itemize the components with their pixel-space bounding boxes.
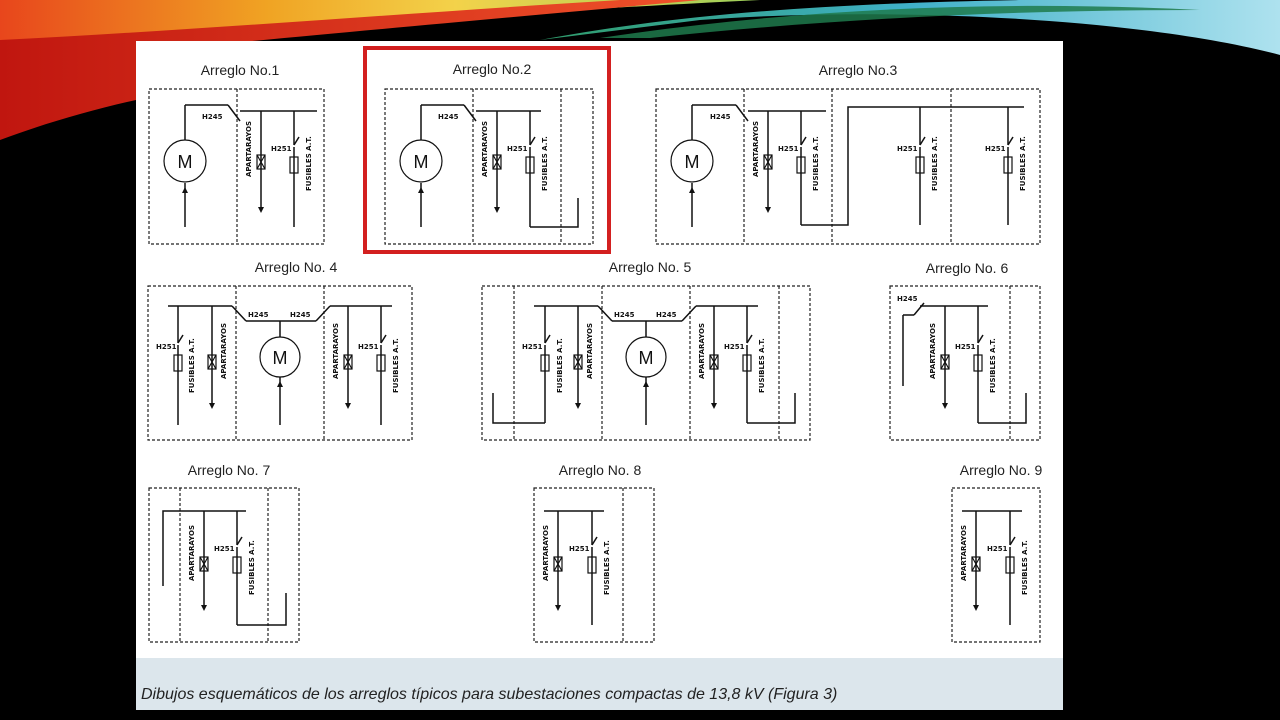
svg-text:FUSIBLES A.T.: FUSIBLES A.T. (392, 338, 400, 393)
svg-text:H251: H251 (724, 343, 745, 351)
svg-text:FUSIBLES A.T.: FUSIBLES A.T. (541, 136, 549, 191)
arrangement-title: Arreglo No.3 (819, 62, 898, 78)
svg-text:FUSIBLES A.T.: FUSIBLES A.T. (1019, 136, 1027, 191)
svg-text:APARTARAYOS: APARTARAYOS (220, 323, 228, 379)
svg-text:APARTARAYOS: APARTARAYOS (698, 323, 706, 379)
arrangement-title: Arreglo No. 4 (255, 259, 338, 275)
svg-text:H251: H251 (156, 343, 177, 351)
svg-text:FUSIBLES A.T.: FUSIBLES A.T. (989, 338, 997, 393)
svg-text:H251: H251 (778, 145, 799, 153)
arrangement-title: Arreglo No.2 (453, 61, 532, 77)
svg-text:APARTARAYOS: APARTARAYOS (586, 323, 594, 379)
caption-bar: Dibujos esquemáticos de los arreglos típ… (136, 658, 1063, 710)
svg-text:H245: H245 (710, 113, 731, 121)
svg-text:APARTARAYOS: APARTARAYOS (245, 121, 253, 177)
svg-text:H251: H251 (214, 545, 235, 553)
svg-text:H245: H245 (248, 311, 269, 319)
svg-text:FUSIBLES A.T.: FUSIBLES A.T. (248, 540, 256, 595)
arrangement-6: Arreglo No. 6 H245 APARTARAYOS H251 FUSI… (889, 260, 1041, 441)
arrangement-title: Arreglo No. 6 (926, 260, 1009, 276)
svg-text:H245: H245 (290, 311, 311, 319)
arrangement-title: Arreglo No. 9 (960, 462, 1043, 478)
arrangement-title: Arreglo No.1 (201, 62, 280, 78)
arrangement-title: Arreglo No. 8 (559, 462, 642, 478)
svg-text:H245: H245 (438, 113, 459, 121)
svg-text:APARTARAYOS: APARTARAYOS (188, 525, 196, 581)
svg-text:M: M (685, 152, 700, 172)
svg-text:M: M (639, 348, 654, 368)
arrangement-1: Arreglo No.1 M H245 APARTARAYOS H251 FUS… (148, 62, 325, 245)
figure-panel: Arreglo No.1 M H245 APARTARAYOS H251 FUS… (136, 41, 1063, 658)
svg-text:APARTARAYOS: APARTARAYOS (929, 323, 937, 379)
arrangement-title: Arreglo No. 7 (188, 462, 271, 478)
svg-text:FUSIBLES A.T.: FUSIBLES A.T. (556, 338, 564, 393)
svg-text:APARTARAYOS: APARTARAYOS (542, 525, 550, 581)
arrangement-3: Arreglo No.3 M H245 APARTARAYOS H251 FUS… (655, 62, 1041, 245)
svg-text:H245: H245 (614, 311, 635, 319)
svg-text:FUSIBLES A.T.: FUSIBLES A.T. (931, 136, 939, 191)
arrangement-9: Arreglo No. 9 APARTARAYOS H251 FUSIBLES … (951, 462, 1043, 643)
svg-text:H251: H251 (955, 343, 976, 351)
svg-text:H251: H251 (358, 343, 379, 351)
schematic-diagrams: Arreglo No.1 M H245 APARTARAYOS H251 FUS… (147, 46, 1043, 643)
slide-banner (0, 0, 1280, 140)
svg-text:APARTARAYOS: APARTARAYOS (481, 121, 489, 177)
svg-text:H245: H245 (656, 311, 677, 319)
svg-text:M: M (414, 152, 429, 172)
svg-text:H251: H251 (987, 545, 1008, 553)
svg-text:FUSIBLES A.T.: FUSIBLES A.T. (812, 136, 820, 191)
arrangement-title: Arreglo No. 5 (609, 259, 692, 275)
arrangement-8: Arreglo No. 8 APARTARAYOS H251 FUSIBLES … (533, 462, 655, 643)
svg-text:H245: H245 (897, 295, 918, 303)
arrangement-7: Arreglo No. 7 APARTARAYOS H251 FUSIBLES … (148, 462, 300, 643)
svg-text:H251: H251 (271, 145, 292, 153)
arrangement-2: Arreglo No.2 M H245 APARTARAYOS H251 FUS… (363, 46, 611, 254)
svg-text:H251: H251 (507, 145, 528, 153)
svg-text:FUSIBLES A.T.: FUSIBLES A.T. (603, 540, 611, 595)
highlight-box (363, 46, 611, 254)
svg-text:FUSIBLES A.T.: FUSIBLES A.T. (1021, 540, 1029, 595)
svg-text:APARTARAYOS: APARTARAYOS (752, 121, 760, 177)
svg-text:APARTARAYOS: APARTARAYOS (332, 323, 340, 379)
svg-text:H245: H245 (202, 113, 223, 121)
svg-text:H251: H251 (985, 145, 1006, 153)
svg-text:FUSIBLES A.T.: FUSIBLES A.T. (758, 338, 766, 393)
svg-text:APARTARAYOS: APARTARAYOS (960, 525, 968, 581)
svg-text:FUSIBLES A.T.: FUSIBLES A.T. (188, 338, 196, 393)
svg-text:H251: H251 (897, 145, 918, 153)
svg-text:M: M (178, 152, 193, 172)
svg-text:H251: H251 (569, 545, 590, 553)
svg-text:FUSIBLES A.T.: FUSIBLES A.T. (305, 136, 313, 191)
figure-caption: Dibujos esquemáticos de los arreglos típ… (141, 686, 838, 703)
arrangement-4: Arreglo No. 4 H245 H245 M H251 FUSIBLES … (147, 259, 413, 441)
svg-text:H251: H251 (522, 343, 543, 351)
arrangement-5: Arreglo No. 5 H245 H245 M H251 FUSIBLES … (481, 259, 811, 441)
svg-text:M: M (273, 348, 288, 368)
